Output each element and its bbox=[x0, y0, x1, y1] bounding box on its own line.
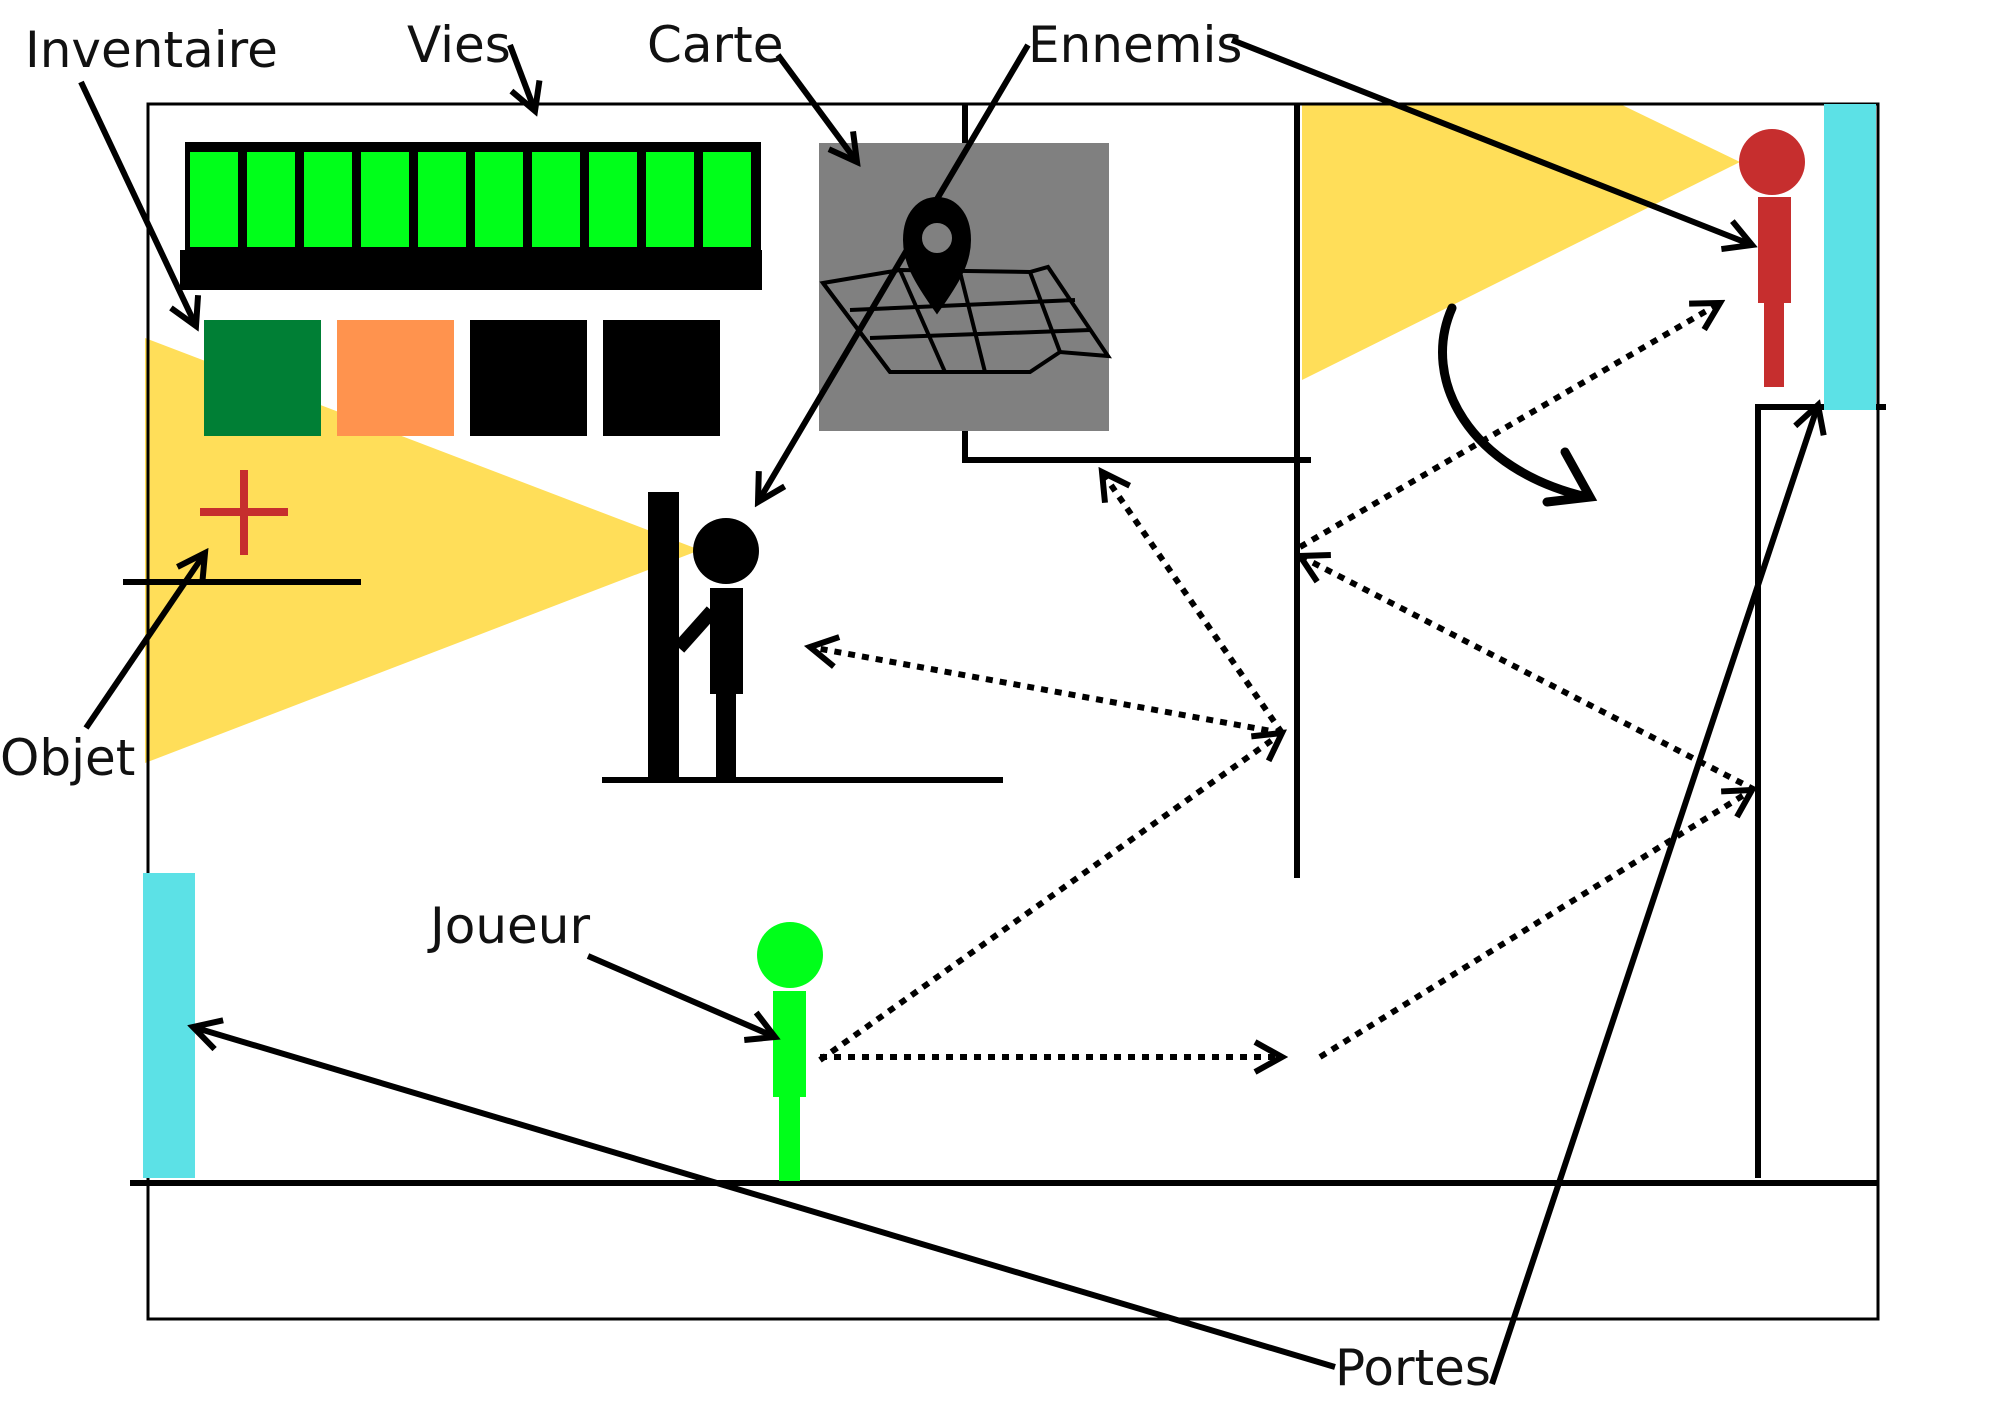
label-inventaire: Inventaire bbox=[25, 21, 278, 79]
door-left[interactable] bbox=[143, 873, 195, 1178]
game-screen-frame bbox=[146, 102, 1880, 1321]
label-joueur: Joueur bbox=[427, 897, 590, 955]
enemy-shield bbox=[648, 492, 679, 777]
inventory-slot[interactable] bbox=[470, 320, 587, 436]
enemy-black bbox=[648, 492, 759, 780]
plus-icon[interactable] bbox=[200, 470, 288, 555]
map-with-pin-icon bbox=[819, 196, 1112, 374]
curved-arrow-icon bbox=[1438, 303, 1598, 507]
health-segment bbox=[190, 152, 238, 247]
health-segment bbox=[703, 152, 751, 247]
vision-cone-left bbox=[145, 338, 700, 763]
health-segment bbox=[589, 152, 637, 247]
map-panel bbox=[819, 143, 1112, 431]
health-segment bbox=[475, 152, 523, 247]
health-segment bbox=[532, 152, 580, 247]
health-segment bbox=[247, 152, 295, 247]
label-ennemis: Ennemis bbox=[1028, 16, 1242, 74]
inventory-slot[interactable] bbox=[204, 320, 321, 436]
inventory-slot[interactable] bbox=[603, 320, 720, 436]
label-objet: Objet bbox=[0, 729, 135, 787]
inventory-slot[interactable] bbox=[337, 320, 454, 436]
label-carte: Carte bbox=[647, 16, 783, 74]
label-vies: Vies bbox=[407, 16, 511, 74]
vision-cone-top-right bbox=[1302, 104, 1740, 380]
enemy-red bbox=[1739, 129, 1805, 387]
label-portes: Portes bbox=[1335, 1339, 1491, 1397]
inventory bbox=[204, 320, 720, 436]
movement-paths bbox=[810, 303, 1755, 1060]
health-segment bbox=[361, 152, 409, 247]
health-segment bbox=[304, 152, 352, 247]
door-right[interactable] bbox=[1824, 104, 1876, 410]
player[interactable] bbox=[757, 922, 823, 1181]
health-segment bbox=[418, 152, 466, 247]
health-bar bbox=[180, 142, 762, 290]
annotation-arrows bbox=[78, 37, 1818, 1385]
health-segment bbox=[646, 152, 694, 247]
